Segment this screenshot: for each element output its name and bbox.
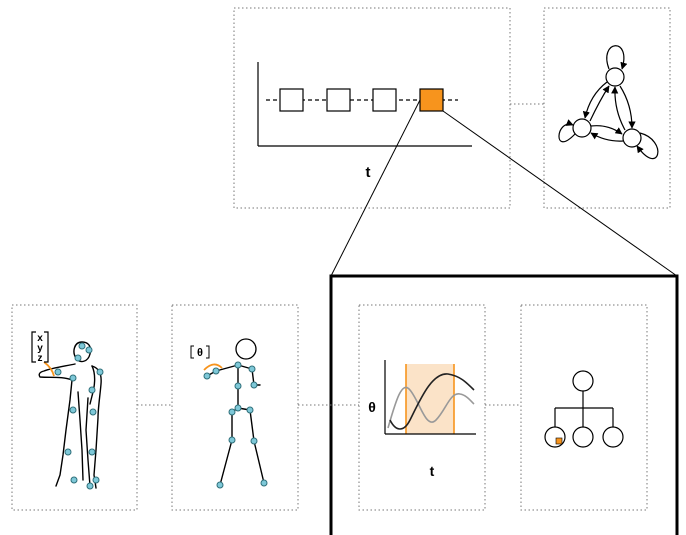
joint-dot <box>228 408 236 416</box>
marker-arm-right <box>89 365 96 405</box>
marker-dots <box>54 342 104 490</box>
zoom-line-left <box>330 99 421 277</box>
graph-edge-top-to-left <box>582 81 608 119</box>
graph-edge-top-to-right <box>619 85 636 129</box>
tree-leaf-highlight <box>555 437 563 445</box>
marker-dot <box>54 368 62 376</box>
marker-dot <box>92 476 100 484</box>
timeline-panel-border <box>233 7 511 209</box>
skeleton-joints <box>203 361 268 489</box>
marker-dot <box>70 476 78 484</box>
joint-dot <box>212 367 220 375</box>
zoom-line-right <box>442 110 678 277</box>
joint-dot <box>234 404 242 412</box>
graph-edge-left-to-right <box>590 125 623 135</box>
tree-root-node <box>572 370 594 392</box>
graph-node-top <box>605 67 625 87</box>
marker-dot <box>96 368 104 376</box>
marker-dot <box>69 374 77 382</box>
marker-dot <box>69 406 77 414</box>
signal-curve-light <box>387 386 475 429</box>
joint-dot <box>260 479 268 487</box>
marker-dot <box>86 482 94 490</box>
timeline-state-box-highlighted <box>419 88 444 112</box>
marker-angle-arc <box>43 361 55 377</box>
joint-dot <box>234 382 242 390</box>
joint-dot <box>216 481 224 489</box>
graph-node-right <box>622 128 642 148</box>
marker-figure-panel-border <box>11 304 138 511</box>
skeleton-angle-label: θ <box>197 347 203 359</box>
joint-dot <box>246 406 254 414</box>
zoom-frame <box>329 274 679 535</box>
marker-dot <box>78 342 86 350</box>
skeleton-head <box>235 338 257 360</box>
joint-dot <box>248 365 256 373</box>
graph-edge-left-to-top <box>589 85 610 122</box>
graph-self-loop-top <box>606 45 628 70</box>
marker-dot <box>89 408 97 416</box>
graph-node-left <box>572 118 592 138</box>
graph-self-loop-right <box>636 132 659 160</box>
graph-self-loop-left <box>558 119 576 143</box>
coord-bracket-right <box>44 331 49 363</box>
timeline-state-box-1 <box>279 88 304 112</box>
tree-panel-border <box>520 304 648 511</box>
signal-panel: θ t <box>358 304 486 511</box>
coord-label-x: x <box>37 333 43 344</box>
state-graph-panel <box>543 7 671 209</box>
signal-x-label: t <box>430 463 435 479</box>
coord-label-y: y <box>37 343 43 354</box>
marker-dot <box>85 346 93 354</box>
skeleton-figure-panel: θ <box>171 304 299 511</box>
joint-dot <box>203 372 211 380</box>
marker-dot <box>88 386 96 394</box>
graph-edge-right-to-top <box>611 86 626 131</box>
timeline-state-box-2 <box>326 88 351 112</box>
tree-leaf-node-2 <box>572 426 594 448</box>
timeline-axis-label: t <box>366 164 371 181</box>
tree-branches <box>554 391 614 427</box>
marker-dot <box>88 448 96 456</box>
signal-curve-dark <box>389 373 475 430</box>
signal-panel-border <box>358 304 486 511</box>
marker-figure-panel: x y z <box>11 304 138 511</box>
skeleton-angle-bracket-left <box>190 345 194 359</box>
coord-bracket-left <box>31 331 36 363</box>
tree-panel <box>520 304 648 511</box>
timeline-state-box-3 <box>372 88 397 112</box>
joint-dot <box>250 437 258 445</box>
marker-body-outline <box>38 341 102 489</box>
tree-leaf-node-3 <box>602 426 624 448</box>
joint-dot <box>234 361 242 369</box>
graph-edge-right-to-left <box>590 132 624 142</box>
coord-label-z: z <box>38 353 43 364</box>
skeleton-angle-arc <box>203 363 223 371</box>
skeleton-angle-bracket-right <box>206 345 210 359</box>
skeleton-figure-panel-border <box>171 304 299 511</box>
marker-dot <box>64 448 72 456</box>
joint-dot <box>250 381 258 389</box>
marker-dot <box>74 354 82 362</box>
joint-dot <box>228 436 236 444</box>
state-graph-panel-border <box>543 7 671 209</box>
signal-y-label: θ <box>368 399 376 415</box>
timeline-panel: t <box>233 7 511 209</box>
